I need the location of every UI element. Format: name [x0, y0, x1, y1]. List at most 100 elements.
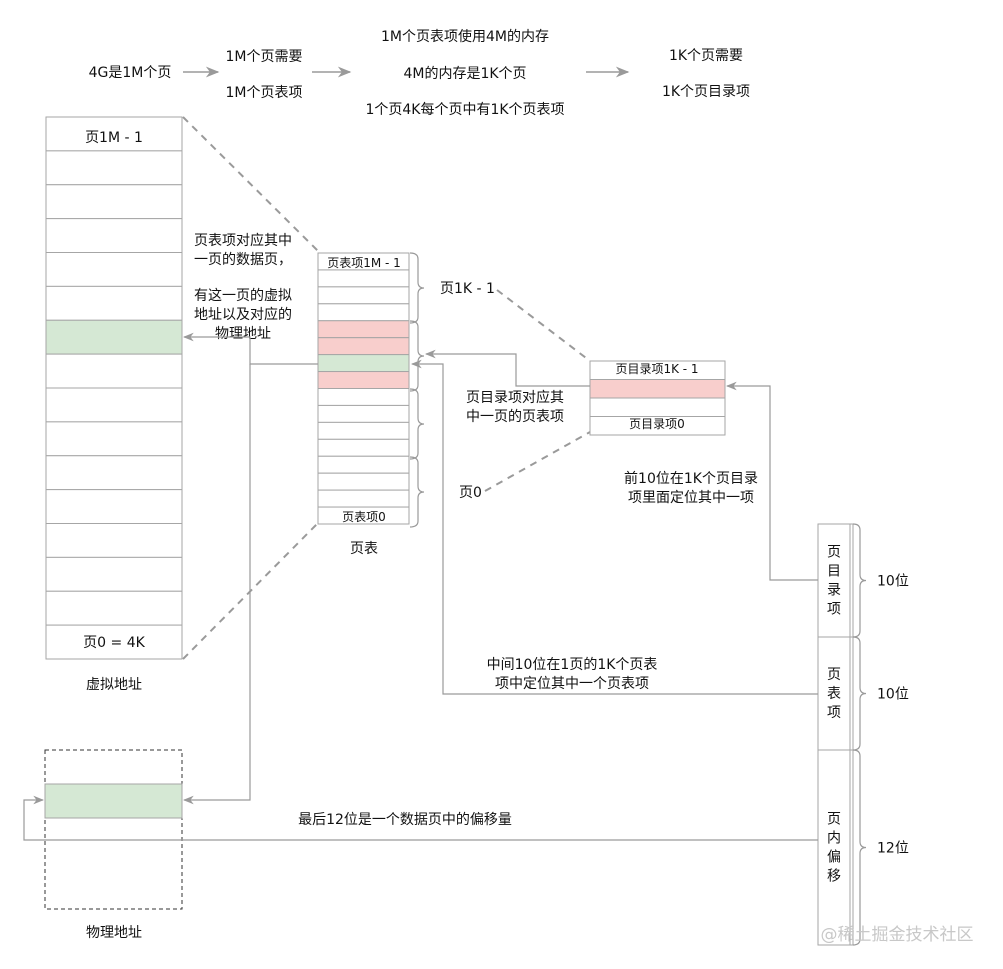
svg-text:项中定位其中一个页表项: 项中定位其中一个页表项	[495, 676, 649, 692]
flow-step-4-line-1: 1K个页需要	[669, 48, 743, 64]
physical-page-highlight	[44, 783, 183, 819]
bit-field-label-char: 偏	[827, 850, 841, 866]
bit-field-label-char: 移	[827, 869, 841, 885]
bit-field-label-char: 内	[827, 831, 841, 847]
physical-address-caption: 物理地址	[86, 925, 142, 941]
bit-field-label-char: 页	[827, 667, 841, 683]
flow-step-2-line-1: 1M个页需要	[226, 49, 303, 65]
bit-field-label-char: 目	[827, 564, 841, 580]
page-table-caption: 页表	[350, 541, 378, 557]
page-table-braces	[409, 252, 425, 528]
connector-offset-to-physical	[23, 795, 818, 841]
bit-field-brace	[852, 523, 867, 638]
bit-field-label-char: 录	[827, 583, 841, 599]
annotation-last-12-bits: 最后12位是一个数据页中的偏移量	[298, 812, 512, 828]
virtual-page-row	[45, 421, 183, 457]
page-directory-entry	[589, 416, 726, 436]
page-directory-bottom-label: 页目录项0	[629, 417, 685, 431]
virtual-page-row	[45, 624, 183, 660]
flow-step-4-line-2: 1K个页目录项	[662, 84, 750, 100]
flow-step-3-line-3: 1个页4K每个页中有1K个页表项	[365, 102, 564, 118]
flow-step-2-line-2: 1M个页表项	[226, 85, 303, 101]
bit-field-label-char: 页	[827, 545, 841, 561]
connectors	[23, 332, 818, 841]
virtual-address-bottom-label: 页0 = 4K	[83, 635, 145, 651]
virtual-page-row	[45, 590, 183, 626]
bit-field-width: 10位	[877, 687, 909, 703]
connector-pte-to-virtual-page	[182, 332, 318, 365]
zoom-line-top	[182, 116, 319, 252]
page-table-entry	[317, 388, 410, 406]
virtual-page-highlight	[45, 319, 183, 355]
bit-field-label-char: 页	[827, 812, 841, 828]
group-label-top: 页1K - 1	[440, 281, 495, 297]
flow-step-3-line-1: 1M个页表项使用4M的内存	[381, 28, 549, 45]
virtual-address-column	[45, 116, 183, 660]
page-directory-top-label: 页目录项1K - 1	[615, 362, 698, 376]
virtual-page-row	[45, 184, 183, 220]
physical-address-frame	[44, 749, 183, 910]
virtual-page-row	[45, 285, 183, 321]
page-table-entry	[317, 455, 410, 474]
page-directory-entry	[589, 397, 726, 417]
dir-zoom-line-top	[496, 289, 591, 362]
page-directory-entry-red	[589, 379, 726, 399]
virtual-page-row	[45, 252, 183, 287]
bit-field-width: 10位	[877, 574, 909, 590]
virtual-page-row	[45, 116, 183, 152]
connector-pte-bits-to-pte	[410, 359, 818, 695]
page-directory	[589, 360, 726, 436]
virtual-page-row	[45, 218, 183, 253]
bit-field-width: 12位	[877, 841, 909, 857]
annotation-first-10-bits: 前10位在1K个页目录 项里面定位其中一项	[624, 470, 758, 506]
virtual-page-row	[45, 353, 183, 389]
page-table-entry	[317, 472, 410, 491]
bit-field-brace	[852, 636, 867, 751]
svg-text:前10位在1K个页目录: 前10位在1K个页目录	[624, 470, 758, 487]
connector-pte-to-physical-page	[182, 364, 251, 805]
group-label-bottom: 页0	[459, 485, 482, 501]
page-table-entry-red	[317, 337, 410, 356]
bit-field-label-char: 表	[827, 686, 841, 702]
page-table-entry	[317, 489, 410, 508]
page-table-top-label: 页表项1M - 1	[327, 256, 401, 270]
page-table-bottom-label: 页表项0	[342, 510, 386, 524]
connector-pde-to-page-table	[424, 349, 590, 387]
page-table-entry-red	[317, 320, 410, 339]
dir-zoom-line-bottom	[484, 431, 591, 492]
bit-field-2: 页表项 10位	[817, 636, 909, 751]
flow-step-3-line-2: 4M的内存是1K个页	[403, 66, 526, 82]
svg-text:物理地址: 物理地址	[215, 326, 271, 342]
virtual-address-caption: 虚拟地址	[86, 677, 142, 693]
svg-text:地址以及对应的: 地址以及对应的	[194, 306, 292, 323]
page-table-entry-green	[317, 354, 410, 373]
page-table-entry	[317, 286, 410, 305]
bit-field-label-char: 项	[827, 602, 841, 618]
virtual-address-top-label: 页1M - 1	[85, 130, 143, 146]
page-table-entry	[317, 438, 410, 457]
bit-field-brace	[852, 749, 867, 946]
annotation-middle-10-bits: 中间10位在1页的1K个页表 项中定位其中一个页表项	[487, 657, 658, 692]
page-table-entry	[317, 404, 410, 423]
svg-text:一页的数据页，: 一页的数据页，	[194, 252, 292, 268]
bit-field-1: 页目录项 10位	[817, 523, 909, 638]
svg-text:项里面定位其中一项: 项里面定位其中一项	[628, 490, 754, 506]
svg-text:中间10位在1页的1K个页表: 中间10位在1页的1K个页表	[487, 657, 658, 673]
connector-dir-bits-to-pde	[725, 381, 818, 581]
page-table-entry-red	[317, 371, 410, 389]
virtual-page-row	[45, 523, 183, 558]
svg-text:页目录项对应其: 页目录项对应其	[466, 389, 564, 406]
virtual-page-row	[45, 489, 183, 524]
page-table-entry	[317, 506, 410, 525]
virtual-page-row	[45, 387, 183, 423]
flow-step-1: 4G是1M个页	[89, 65, 172, 81]
svg-text:有这一页的虚拟: 有这一页的虚拟	[194, 287, 292, 304]
annotation-pte-maps-page: 页表项对应其中 一页的数据页， 有这一页的虚拟 地址以及对应的 物理地址	[194, 232, 292, 342]
page-table-entry	[317, 421, 410, 440]
annotation-pde-maps-pte: 页目录项对应其 中一页的页表项	[466, 389, 564, 425]
bit-field-label-char: 项	[827, 705, 841, 721]
page-table-entry	[317, 303, 410, 322]
